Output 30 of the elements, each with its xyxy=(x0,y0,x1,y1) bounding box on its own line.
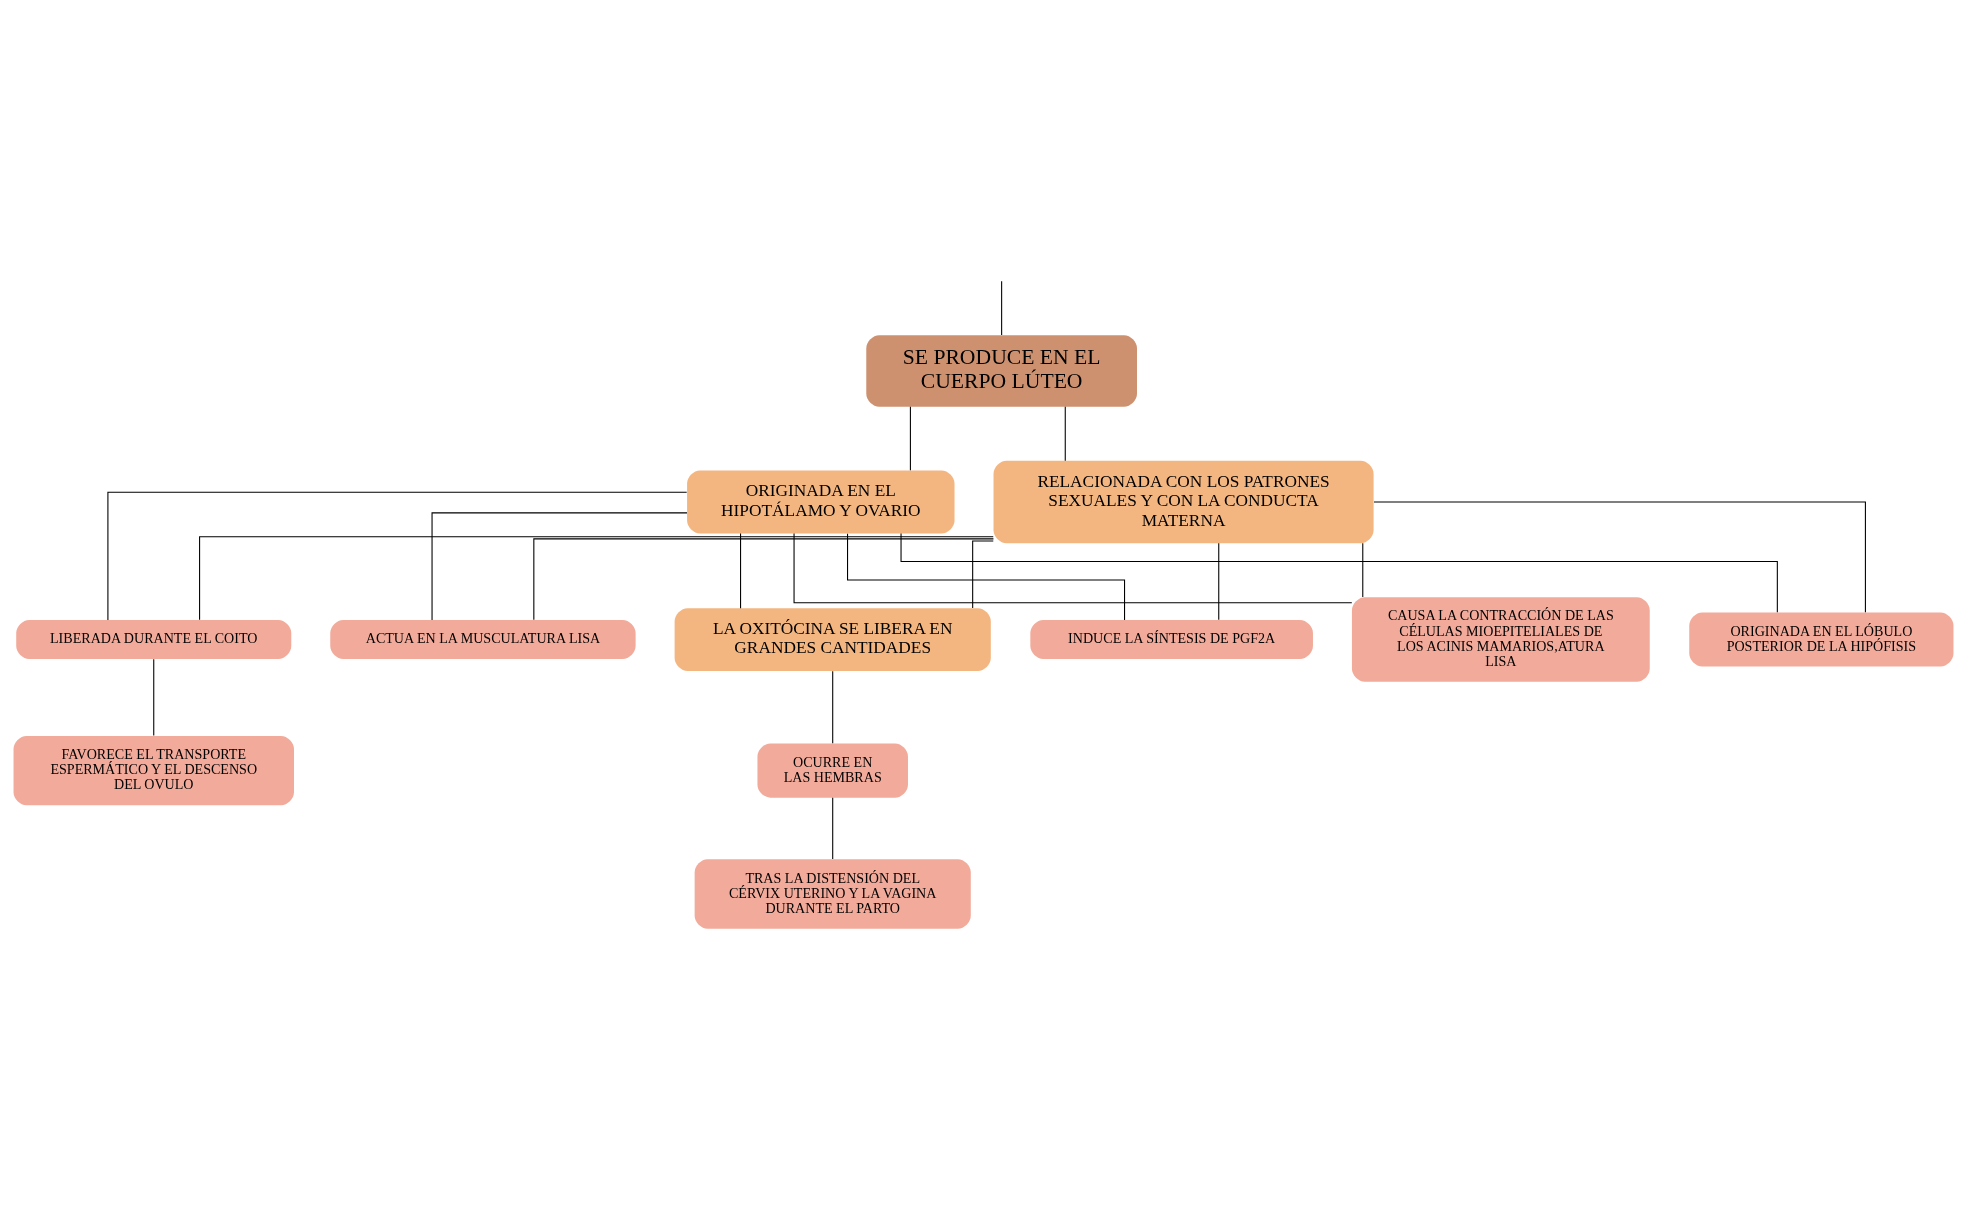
connector xyxy=(847,533,1126,621)
node-box: ACTUA EN LA MUSCULATURA LISA xyxy=(330,620,636,660)
node-box: RELACIONADA CON LOS PATRONES SEXUALES Y CON LA CONDUCTA MATERNA xyxy=(993,460,1374,544)
node-box: SE PRODUCE EN EL CUERPO LÚTEO xyxy=(866,335,1137,407)
connector xyxy=(1218,542,1220,621)
connector xyxy=(199,536,994,621)
connector xyxy=(153,658,155,737)
node-box: OCURRE EN LAS HEMBRAS xyxy=(757,743,908,798)
node-box: TRAS LA DISTENSIÓN DEL CÉRVIX UTERINO Y LA VAGINA DURANTE EL PARTO xyxy=(694,859,971,929)
connector xyxy=(1001,280,1003,336)
connector xyxy=(832,797,834,860)
node-box: CAUSA LA CONTRACCIÓN DE LAS CÉLULAS MIOEPITELIALES DE LOS ACINIS MAMARIOS,ATURA LISA xyxy=(1351,597,1650,682)
node-box: ORIGINADA EN EL HIPOTÁLAMO Y OVARIO xyxy=(687,470,955,534)
connector xyxy=(1362,542,1364,598)
node-box: FAVORECE EL TRANSPORTE ESPERMÁTICO Y EL DESCENSO DEL OVULO xyxy=(13,735,294,806)
connector xyxy=(740,533,742,609)
connector xyxy=(832,670,834,744)
connector xyxy=(1373,501,1866,613)
connector xyxy=(900,533,1778,613)
node-box: LIBERADA DURANTE EL COITO xyxy=(16,620,292,660)
connector xyxy=(107,491,688,621)
connector xyxy=(793,533,1353,604)
connector xyxy=(972,540,994,609)
node-box: ORIGINADA EN EL LÓBULO POSTERIOR DE LA HIPÓFISIS xyxy=(1689,612,1954,667)
connector xyxy=(431,512,688,621)
connector xyxy=(1064,406,1066,462)
node-box: LA OXITÓCINA SE LIBERA EN GRANDES CANTIDADES xyxy=(674,608,991,671)
node-box: INDUCE LA SÍNTESIS DE PGF2A xyxy=(1030,620,1313,660)
connector xyxy=(909,406,911,471)
connector xyxy=(533,538,994,621)
